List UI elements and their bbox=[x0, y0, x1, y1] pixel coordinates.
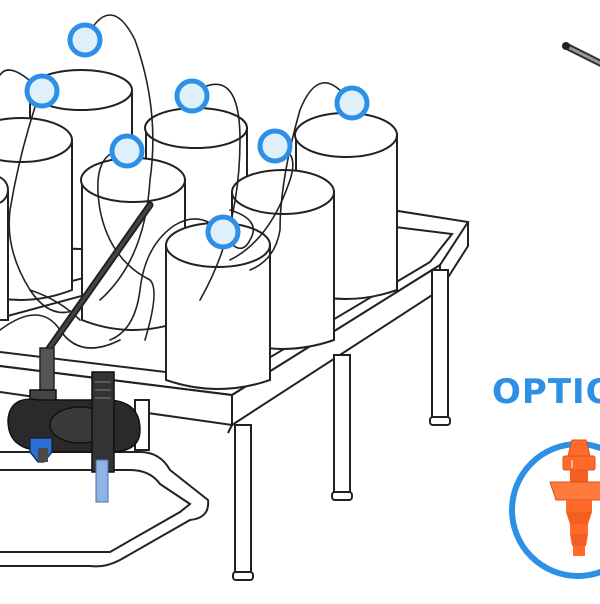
drip-stake-icon bbox=[562, 42, 600, 67]
option-label: OPTIO bbox=[492, 372, 600, 412]
blue-ring-dot-icon bbox=[109, 133, 145, 169]
pot-far-left bbox=[0, 176, 9, 321]
option-badge bbox=[509, 439, 600, 579]
table-legs bbox=[134, 269, 451, 581]
blue-ring-dot-icon bbox=[205, 214, 241, 250]
pot-left bbox=[0, 117, 73, 301]
blue-ring-dot-icon bbox=[24, 73, 60, 109]
reservoir-tub bbox=[0, 451, 210, 568]
orange-nozzle-icon bbox=[549, 439, 600, 556]
water-pump-icon bbox=[7, 371, 141, 503]
drip-tubing bbox=[0, 14, 351, 349]
blue-ring-dot-icon bbox=[174, 78, 210, 114]
drippers bbox=[24, 22, 370, 250]
blue-ring-dot-icon bbox=[67, 22, 103, 58]
blue-ring-dot-icon bbox=[257, 128, 293, 164]
pots bbox=[0, 69, 398, 390]
blue-ring-dot-icon bbox=[334, 85, 370, 121]
